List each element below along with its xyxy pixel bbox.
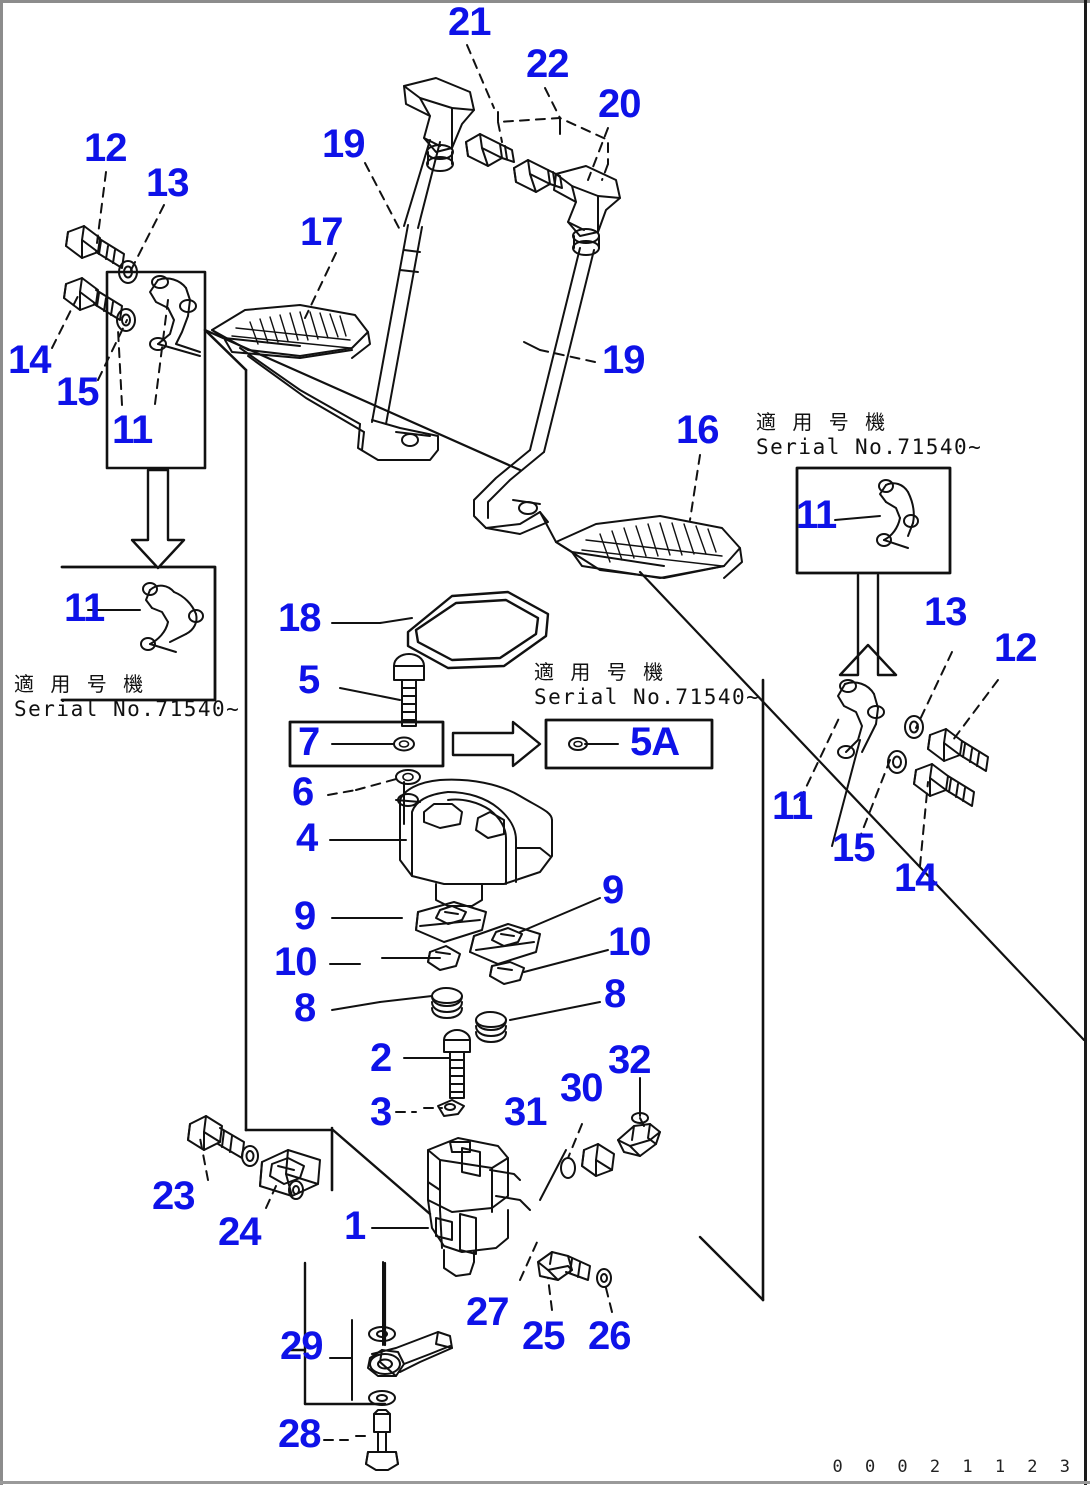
callout-20: 20 xyxy=(598,82,641,126)
callout-11-right: 11 xyxy=(772,784,813,828)
serial-note-middle-cjk: 適 用 号 機 xyxy=(534,660,669,684)
callout-14-upper: 14 xyxy=(8,338,51,382)
sheet-border-top xyxy=(0,0,1090,3)
serial-note-middle: 適 用 号 機 Serial No.71540~ xyxy=(534,660,760,710)
serial-note-left-cjk: 適 用 号 機 xyxy=(14,672,149,696)
callout-11-box-left: 11 xyxy=(64,586,105,630)
callout-9-right: 9 xyxy=(602,868,624,912)
callout-13-right: 13 xyxy=(924,590,967,634)
callout-5: 5 xyxy=(298,658,320,702)
callout-13-upper: 13 xyxy=(146,161,189,205)
callout-19-upper: 19 xyxy=(322,122,365,166)
serial-note-right-cjk: 適 用 号 機 xyxy=(756,410,891,434)
serial-note-left-latin: Serial No.71540~ xyxy=(14,697,241,721)
callout-32: 32 xyxy=(608,1038,651,1082)
callout-15-right: 15 xyxy=(832,826,875,870)
callout-8-left: 8 xyxy=(294,986,316,1030)
callout-12-right: 12 xyxy=(994,626,1037,670)
serial-note-right-latin: Serial No.71540~ xyxy=(756,435,983,459)
callout-3: 3 xyxy=(370,1090,392,1134)
callout-29: 29 xyxy=(280,1324,323,1368)
callout-25: 25 xyxy=(522,1314,565,1358)
callout-16: 16 xyxy=(676,408,719,452)
callout-21: 21 xyxy=(448,0,491,44)
callout-4: 4 xyxy=(296,816,318,860)
callout-6: 6 xyxy=(292,770,314,814)
serial-note-left: 適 用 号 機 Serial No.71540~ xyxy=(14,672,240,722)
callout-5a: 5A xyxy=(630,720,680,764)
sheet-border-right xyxy=(1084,0,1087,1485)
callout-30: 30 xyxy=(560,1066,603,1110)
callout-24: 24 xyxy=(218,1210,261,1254)
callout-14-right: 14 xyxy=(894,856,937,900)
sheet-border-bottom xyxy=(0,1481,1090,1484)
callout-12-upper: 12 xyxy=(84,126,127,170)
callout-9-left: 9 xyxy=(294,894,316,938)
callout-31: 31 xyxy=(504,1090,547,1134)
serial-note-right: 適 用 号 機 Serial No.71540~ xyxy=(756,410,982,460)
callout-19-lower: 19 xyxy=(602,338,645,382)
drawing-part-code: 0 0 0 2 1 1 2 3 xyxy=(832,1457,1076,1477)
callout-22: 22 xyxy=(526,42,569,86)
callout-11-box-right: 11 xyxy=(796,493,837,537)
callout-10-left: 10 xyxy=(274,940,317,984)
callout-28: 28 xyxy=(278,1412,321,1456)
callout-2: 2 xyxy=(370,1036,392,1080)
callout-27: 27 xyxy=(466,1290,509,1334)
callout-11-upper: 11 xyxy=(112,408,153,452)
callout-26: 26 xyxy=(588,1314,631,1358)
callout-15-upper: 15 xyxy=(56,370,99,414)
callout-18: 18 xyxy=(278,596,321,640)
serial-note-middle-latin: Serial No.71540~ xyxy=(534,685,761,709)
callout-7: 7 xyxy=(298,720,320,764)
callout-1: 1 xyxy=(344,1204,366,1248)
callout-23: 23 xyxy=(152,1174,195,1218)
callout-10-right: 10 xyxy=(608,920,651,964)
sheet-border-left xyxy=(0,0,3,1485)
callout-17: 17 xyxy=(300,210,343,254)
callout-8-right: 8 xyxy=(604,972,626,1016)
